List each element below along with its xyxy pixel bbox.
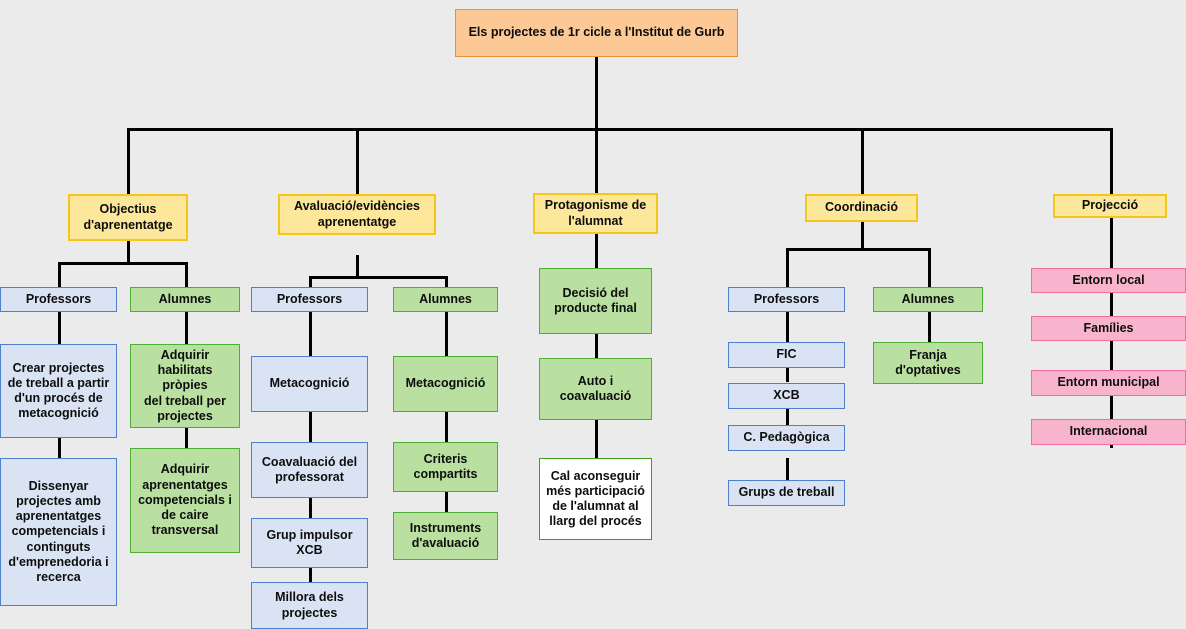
connector-bus-to-avaluacio xyxy=(356,128,359,194)
avaluacio-professors-item-1[interactable]: Metacognició xyxy=(251,356,368,412)
connector-coord-alum-1 xyxy=(928,312,931,342)
coordinacio-professors-item-4[interactable]: Grups de treball xyxy=(728,480,845,506)
protagonisme-item-3[interactable]: Cal aconseguir més participació de l'alu… xyxy=(539,458,652,540)
connector-av-prof-2 xyxy=(309,412,312,442)
branch-header-projeccio[interactable]: Projecció xyxy=(1053,194,1167,218)
connector-obj-prof-2 xyxy=(58,438,61,458)
connector-coord-prof-2 xyxy=(786,368,789,382)
connector-bus-to-objectius xyxy=(127,128,130,194)
connector-av-prof-1 xyxy=(309,312,312,356)
coordinacio-professors-item-2[interactable]: XCB xyxy=(728,383,845,409)
connector-av-prof-3 xyxy=(309,498,312,518)
connector-objectius-to-alumnes xyxy=(185,262,188,287)
objectius-professors-item-2[interactable]: Dissenyar projectes amb aprenentatges co… xyxy=(0,458,117,606)
connector-objectius-stem xyxy=(127,241,130,264)
connector-obj-alum-2 xyxy=(185,428,188,448)
connector-coordinacio-bus xyxy=(786,248,930,251)
connector-bus-to-coordinacio xyxy=(861,128,864,194)
connector-coordinacio-to-professors xyxy=(786,248,789,287)
projeccio-item-4[interactable]: Internacional xyxy=(1031,419,1186,445)
avaluacio-alumnes-item-1[interactable]: Metacognició xyxy=(393,356,498,412)
root-node-title[interactable]: Els projectes de 1r cicle a l'Institut d… xyxy=(455,9,738,57)
connector-bus-to-protagonisme xyxy=(595,128,598,194)
connector-prot-stem xyxy=(595,234,598,268)
coordinacio-professors-head[interactable]: Professors xyxy=(728,287,845,312)
connector-prot-1 xyxy=(595,334,598,358)
objectius-alumnes-item-1[interactable]: Adquirir habilitats pròpies del treball … xyxy=(130,344,240,428)
branch-header-avaluacio[interactable]: Avaluació/evidències aprenentatge xyxy=(278,194,436,235)
branch-header-protagonisme[interactable]: Protagonisme de l'alumnat xyxy=(533,193,658,234)
avaluacio-professors-item-4[interactable]: Millora dels projectes xyxy=(251,582,368,629)
connector-av-prof-4 xyxy=(309,568,312,582)
projeccio-item-2[interactable]: Famílies xyxy=(1031,316,1186,341)
connector-av-alum-1 xyxy=(445,312,448,356)
projeccio-item-1[interactable]: Entorn local xyxy=(1031,268,1186,293)
connector-av-alum-2 xyxy=(445,412,448,442)
connector-coordinacio-to-alumnes xyxy=(928,248,931,287)
connector-coord-prof-3 xyxy=(786,409,789,425)
connector-coord-prof-1 xyxy=(786,312,789,342)
coordinacio-alumnes-item-1[interactable]: Franja d'optatives xyxy=(873,342,983,384)
coordinacio-alumnes-head[interactable]: Alumnes xyxy=(873,287,983,312)
connector-title-down xyxy=(595,56,598,129)
connector-av-alum-3 xyxy=(445,492,448,512)
avaluacio-alumnes-item-2[interactable]: Criteris compartits xyxy=(393,442,498,492)
connector-avaluacio-to-professors xyxy=(309,276,312,287)
coordinacio-professors-item-1[interactable]: FIC xyxy=(728,342,845,368)
branch-header-objectius[interactable]: Objectius d'aprenentatge xyxy=(68,194,188,241)
objectius-professors-item-1[interactable]: Crear projectes de treball a partir d'un… xyxy=(0,344,117,438)
avaluacio-alumnes-item-3[interactable]: Instruments d'avaluació xyxy=(393,512,498,560)
connector-objectius-bus xyxy=(58,262,188,265)
connector-obj-alum-1 xyxy=(185,312,188,344)
connector-obj-prof-1 xyxy=(58,312,61,344)
connector-bus-to-projeccio xyxy=(1110,128,1113,194)
connector-avaluacio-bus xyxy=(309,276,448,279)
connector-coordinacio-stem xyxy=(861,222,864,249)
connector-level1-bus xyxy=(128,128,1113,131)
protagonisme-item-1[interactable]: Decisió del producte final xyxy=(539,268,652,334)
connector-prot-2 xyxy=(595,420,598,458)
connector-avaluacio-to-alumnes xyxy=(445,276,448,287)
avaluacio-alumnes-head[interactable]: Alumnes xyxy=(393,287,498,312)
branch-header-coordinacio[interactable]: Coordinació xyxy=(805,194,918,222)
avaluacio-professors-item-3[interactable]: Grup impulsor XCB xyxy=(251,518,368,568)
avaluacio-professors-item-2[interactable]: Coavaluació del professorat xyxy=(251,442,368,498)
objectius-alumnes-head[interactable]: Alumnes xyxy=(130,287,240,312)
avaluacio-professors-head[interactable]: Professors xyxy=(251,287,368,312)
objectius-alumnes-item-2[interactable]: Adquirir aprenentatges competencials i d… xyxy=(130,448,240,553)
protagonisme-item-2[interactable]: Auto i coavaluació xyxy=(539,358,652,420)
connector-avaluacio-stem xyxy=(356,255,359,278)
connector-coord-prof-4 xyxy=(786,458,789,480)
connector-objectius-to-professors xyxy=(58,262,61,287)
projeccio-item-3[interactable]: Entorn municipal xyxy=(1031,370,1186,396)
objectius-professors-head[interactable]: Professors xyxy=(0,287,117,312)
coordinacio-professors-item-3[interactable]: C. Pedagògica xyxy=(728,425,845,451)
